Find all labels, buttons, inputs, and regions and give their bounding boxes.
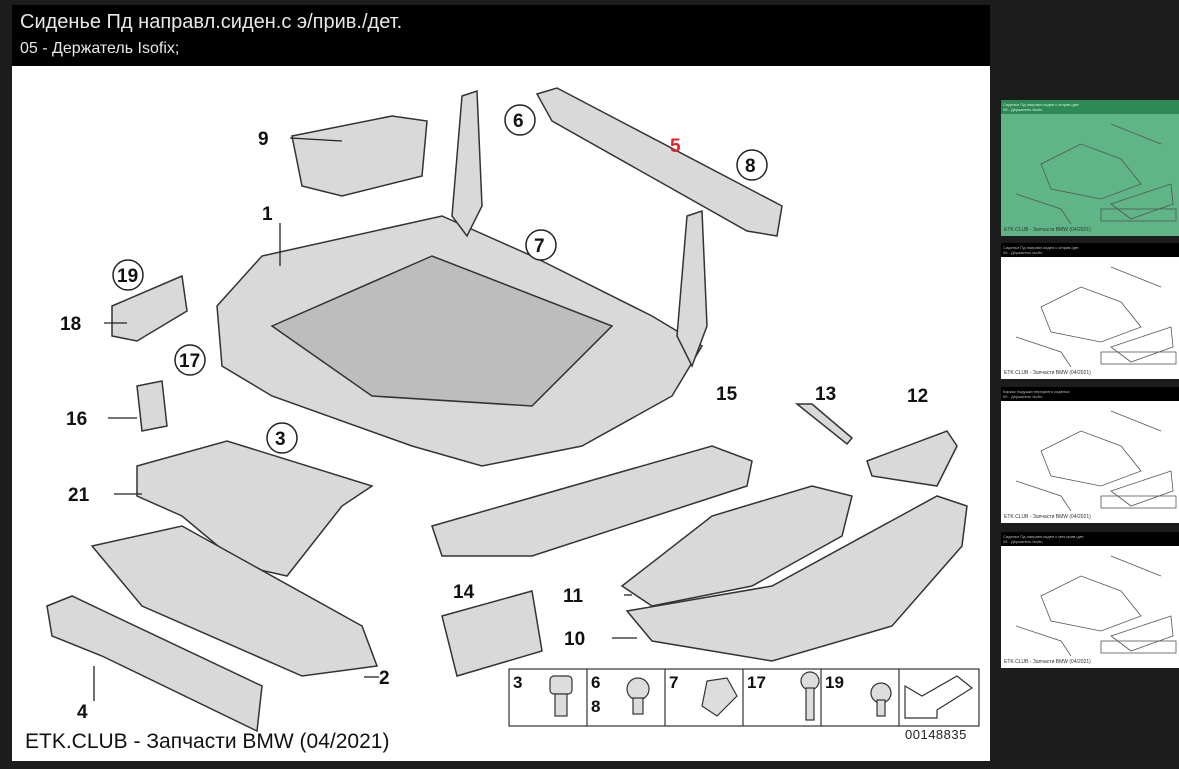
callout-15[interactable]: 15 (716, 384, 738, 405)
callout-7[interactable]: 7 (534, 236, 545, 257)
part-21 (136, 440, 374, 577)
thumbnail-drawing (1015, 555, 1177, 656)
thumbnail-footer: ETK.CLUB - Запчасти BMW (04/2021) (1004, 370, 1091, 376)
hex-socket-bolt-icon (549, 675, 573, 695)
callout-circles (112, 104, 768, 454)
thumbnail-subtitle: 05 - Держатель Isofix; (1003, 394, 1043, 399)
thumbnail-item[interactable]: Сиденье Пд направл.сиден.с э/прив./дет.0… (1001, 100, 1179, 236)
legend-label-17: 17 (747, 673, 766, 692)
thumbnail-title: Сиденье Пд направл.сиден.с э/прив./дет. (1003, 245, 1080, 250)
diagram-subtitle: 05 - Держатель Isofix; (20, 40, 180, 57)
legend-label-6: 6 (591, 673, 600, 692)
part-10 (625, 495, 968, 662)
callout-10[interactable]: 10 (564, 629, 585, 650)
part-drawings (46, 87, 968, 733)
part-hinge-left (451, 89, 483, 238)
part-14 (441, 590, 543, 677)
diagram-title: Сиденье Пд направл.сиден.с э/прив./дет. (20, 11, 403, 33)
diagram-footer: ETK.CLUB - Запчасти BMW (04/2021) (25, 730, 390, 753)
thumbnail-drawing (1015, 410, 1177, 511)
thumbnail-subtitle: 05 - Держатель Isofix; (1003, 107, 1043, 112)
callout-5-highlighted[interactable]: 5 (670, 136, 681, 157)
callout-16[interactable]: 16 (66, 409, 87, 430)
legend-label-3: 3 (513, 673, 522, 692)
part-13-bolt (794, 403, 854, 446)
callout-14[interactable]: 14 (453, 582, 475, 603)
thumbnail-header: Сиденье Пд направл.сиден.с э/прив./дет.0… (1001, 243, 1179, 257)
thumbnail-title: Сиденье Пд направл.сиден.с мех.прив./дет… (1003, 534, 1085, 539)
legend-label-7: 7 (669, 673, 678, 692)
callout-3[interactable]: 3 (275, 429, 286, 450)
part-9 (291, 115, 428, 197)
thumbnail-item[interactable]: Сиденье Пд направл.сиден.с мех.прив./дет… (1001, 532, 1179, 668)
callout-19[interactable]: 19 (117, 266, 138, 287)
thumbnail-footer: ETK.CLUB - Запчасти BMW (04/2021) (1004, 227, 1091, 233)
drawing-number: 00148835 (905, 727, 967, 742)
callout-1[interactable]: 1 (262, 204, 273, 225)
callout-8[interactable]: 8 (745, 156, 756, 177)
callout-21[interactable]: 21 (68, 485, 90, 506)
callout-6[interactable]: 6 (513, 111, 524, 132)
part-2 (90, 525, 379, 677)
callout-labels: 6 8 7 19 17 3 9 1 18 16 21 15 13 12 14 1… (60, 111, 928, 723)
parts-diagram[interactable]: 6 8 7 19 17 3 9 1 18 16 21 15 13 12 14 1… (12, 66, 990, 761)
callout-18[interactable]: 18 (60, 314, 81, 335)
thumbnail-title: Каркас подушки переднего сиденья (1003, 389, 1070, 394)
part-cross-tube (535, 87, 783, 237)
callout-13[interactable]: 13 (815, 384, 836, 405)
callout-4[interactable]: 4 (77, 702, 88, 723)
part-rail-15 (431, 445, 753, 557)
thumbnail-title: Сиденье Пд направл.сиден.с э/прив./дет. (1003, 102, 1080, 107)
part-hinge-right (676, 209, 708, 368)
diagram-viewer: Сиденье Пд направл.сиден.с э/прив./дет. … (12, 5, 990, 761)
legend-label-8: 8 (591, 697, 600, 716)
part-isofix-bracket (111, 274, 188, 342)
long-screw-icon (800, 671, 820, 691)
direction-arrow-icon (904, 675, 974, 719)
thumbnail-item[interactable]: Сиденье Пд направл.сиден.с э/прив./дет.0… (1001, 243, 1179, 379)
thumbnail-drawing (1015, 266, 1177, 367)
thumbnail-header: Сиденье Пд направл.сиден.с э/прив./дет.0… (1001, 100, 1179, 114)
leader-lines (93, 137, 637, 701)
torx-screw-icon (626, 677, 650, 701)
callout-17[interactable]: 17 (179, 351, 200, 372)
part-4 (46, 595, 263, 733)
thumbnail-footer: ETK.CLUB - Запчасти BMW (04/2021) (1004, 514, 1091, 520)
part-16 (136, 380, 168, 432)
legend-label-19: 19 (825, 673, 844, 692)
diagram-header: Сиденье Пд направл.сиден.с э/прив./дет. … (12, 5, 990, 66)
thumbnail-footer: ETK.CLUB - Запчасти BMW (04/2021) (1004, 659, 1091, 665)
part-11 (620, 485, 853, 607)
clip-icon (701, 677, 738, 717)
callout-12[interactable]: 12 (907, 386, 928, 407)
callout-11[interactable]: 11 (563, 586, 584, 607)
thumbnail-subtitle: 05 - Держатель Isofix; (1003, 539, 1043, 544)
thumbnail-subtitle: 05 - Держатель Isofix; (1003, 250, 1043, 255)
callout-9[interactable]: 9 (258, 129, 269, 150)
thumbnail-drawing (1015, 123, 1177, 224)
callout-2[interactable]: 2 (379, 668, 390, 689)
thumbnail-header: Сиденье Пд направл.сиден.с мех.прив./дет… (1001, 532, 1179, 546)
fastener-legend: 3 6 8 7 17 19 (508, 668, 980, 727)
part-12 (866, 430, 958, 487)
